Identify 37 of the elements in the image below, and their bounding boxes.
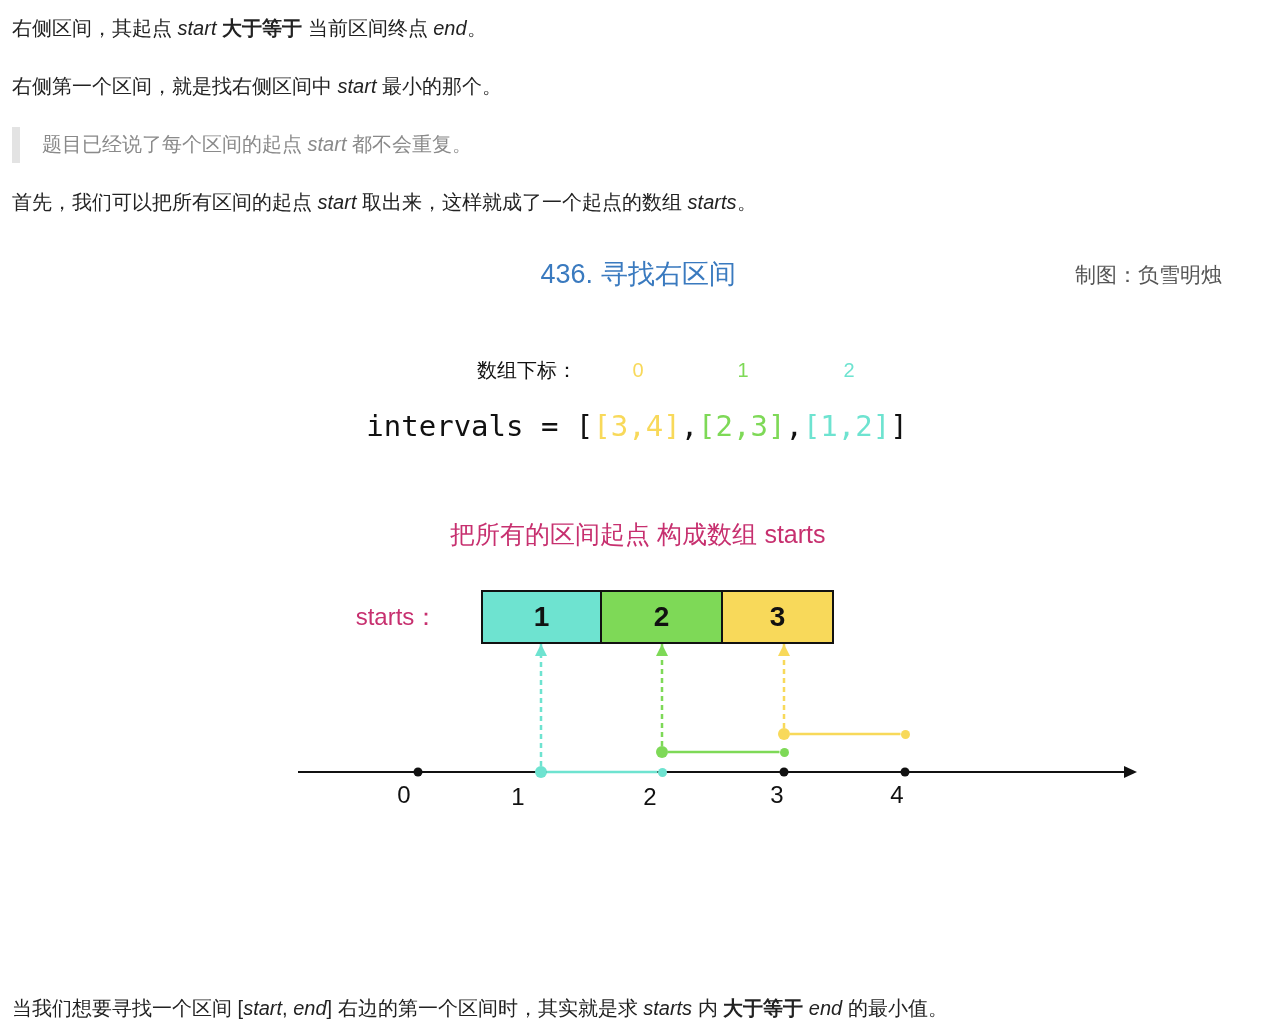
dashed-arrow bbox=[535, 644, 547, 766]
line-segment bbox=[790, 732, 901, 736]
axis-number: 4 bbox=[890, 780, 904, 810]
diagram-title: 436. 寻找右区间 bbox=[540, 258, 736, 292]
array-cell bbox=[600, 590, 723, 644]
endpoint-dot bbox=[656, 746, 668, 758]
endpoint-dot bbox=[535, 766, 547, 778]
axis-number: 2 bbox=[643, 782, 657, 812]
endpoint-dot bbox=[657, 767, 667, 777]
author-credit: 制图：负雪明烛 bbox=[1074, 261, 1222, 288]
dashed-arrow bbox=[656, 644, 668, 746]
array-cell bbox=[481, 590, 602, 644]
index-caption: 数组下标： bbox=[477, 357, 577, 383]
index-number: 0 bbox=[632, 357, 644, 383]
dashed-arrow bbox=[778, 644, 790, 728]
axis-number: 3 bbox=[770, 780, 784, 810]
code-line: intervals = [[3,4],[2,3],[1,2]] bbox=[366, 407, 908, 445]
cell-number: 1 bbox=[533, 601, 550, 633]
subtitle: 把所有的区间起点 构成数组 starts bbox=[450, 519, 826, 551]
array-label: starts： bbox=[355, 602, 439, 632]
paragraph: 右侧第一个区间，就是找右侧区间中 start 最小的那个。 bbox=[12, 73, 503, 99]
line-segment bbox=[547, 770, 658, 774]
index-number: 1 bbox=[737, 357, 749, 383]
paragraph: 当我们想要寻找一个区间 [start, end] 右边的第一个区间时，其实就是求 starts 内 大于等于 end 的最小值。 bbox=[12, 995, 948, 1021]
paragraph: 右侧区间，其起点 start 大于等于 当前区间终点 end。 bbox=[12, 15, 487, 41]
line-segment bbox=[668, 750, 780, 754]
array-cell bbox=[721, 590, 834, 644]
axis-number: 0 bbox=[397, 780, 411, 810]
endpoint-dot bbox=[779, 747, 789, 757]
endpoint-dot bbox=[900, 729, 910, 739]
cell-number: 3 bbox=[769, 601, 786, 633]
paragraph: 首先，我们可以把所有区间的起点 start 取出来，这样就成了一个起点的数组 starts。 bbox=[12, 189, 757, 215]
cell-number: 2 bbox=[653, 601, 670, 633]
quote-text: 题目已经说了每个区间的起点 start 都不会重复。 bbox=[42, 131, 473, 157]
endpoint-dot bbox=[778, 728, 790, 740]
axis-number: 1 bbox=[511, 782, 525, 812]
index-number: 2 bbox=[843, 357, 855, 383]
